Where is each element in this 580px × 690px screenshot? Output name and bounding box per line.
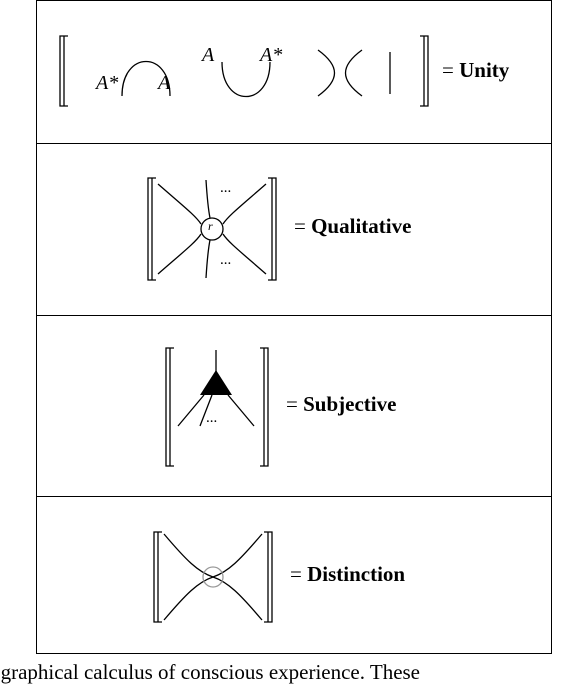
panel-divider bbox=[36, 143, 552, 144]
subjective-triangle bbox=[200, 370, 232, 395]
equals-sign: = bbox=[294, 214, 306, 238]
distinction-node bbox=[202, 566, 224, 588]
subjective-label: Subjective bbox=[303, 392, 397, 416]
distinction-equation: = Distinction bbox=[290, 562, 405, 587]
node-r bbox=[200, 217, 224, 241]
qualitative-equation: = Qualitative bbox=[294, 214, 411, 239]
ellipsis-bottom: ... bbox=[220, 252, 232, 268]
distinction-diagram bbox=[153, 531, 273, 623]
figure-frame bbox=[36, 0, 552, 654]
cup-strand bbox=[221, 61, 271, 98]
equals-sign: = bbox=[286, 392, 298, 416]
ellipsis-top: ... bbox=[220, 180, 232, 196]
cap-strand bbox=[121, 60, 171, 97]
crossing-strand-left bbox=[317, 49, 335, 97]
strand-label-a: A bbox=[158, 72, 171, 94]
qualitative-diagram bbox=[147, 177, 277, 281]
unity-diagram bbox=[59, 35, 429, 107]
unity-equation: = Unity bbox=[442, 58, 509, 83]
ellipsis: ... bbox=[206, 410, 218, 426]
subjective-diagram bbox=[165, 347, 269, 467]
subjective-equation: = Subjective bbox=[286, 392, 396, 417]
node-label-r: r bbox=[208, 219, 213, 233]
unity-label: Unity bbox=[459, 58, 510, 82]
qualitative-label: Qualitative bbox=[311, 214, 412, 238]
figure-caption: a graphical calculus of conscious experi… bbox=[0, 660, 421, 684]
strand-label-a-star: A* bbox=[260, 44, 283, 66]
equals-sign: = bbox=[442, 58, 454, 82]
crossing-strand-right bbox=[345, 49, 363, 97]
strand-label-a: A bbox=[202, 44, 215, 66]
panel-divider bbox=[36, 315, 552, 316]
strand-label-a-star: A* bbox=[96, 72, 119, 94]
distinction-label: Distinction bbox=[307, 562, 406, 586]
equals-sign: = bbox=[290, 562, 302, 586]
panel-divider bbox=[36, 496, 552, 497]
